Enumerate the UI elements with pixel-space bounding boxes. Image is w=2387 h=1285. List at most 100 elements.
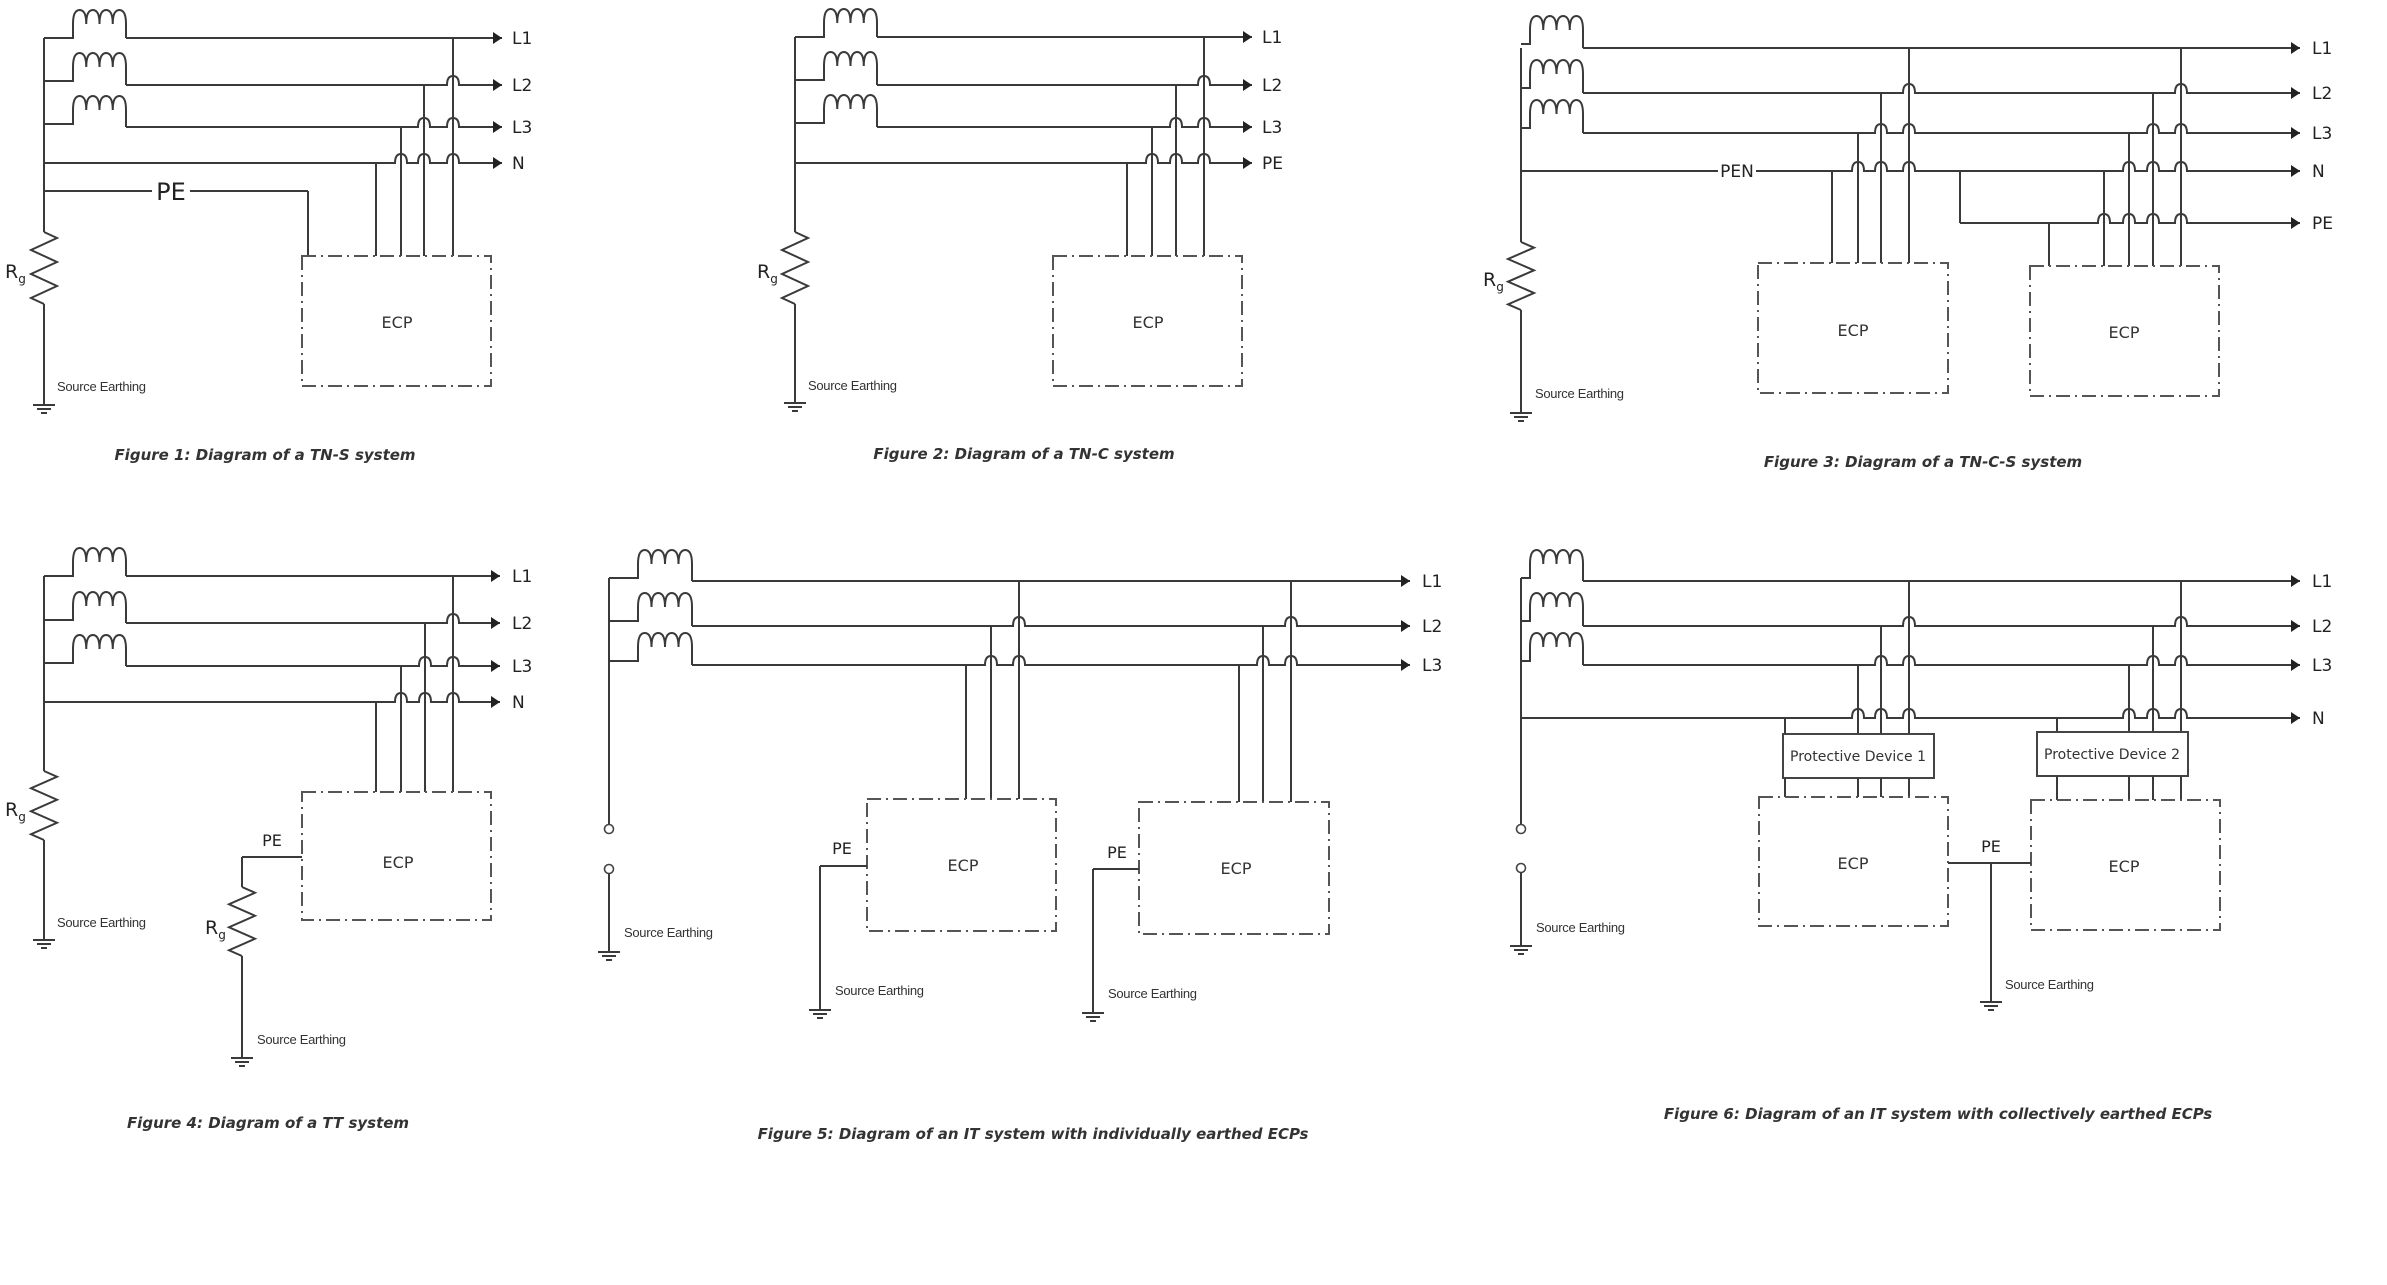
transformer-coil-icon xyxy=(609,631,693,665)
transformer-coil-icon xyxy=(795,93,878,127)
line-l2 xyxy=(126,74,502,86)
transformer-coil-icon xyxy=(44,590,127,623)
arrowhead-icon xyxy=(2291,659,2300,671)
transformer-coil-icon xyxy=(1521,548,1584,581)
pe-label: PE xyxy=(156,178,186,206)
arrowhead-icon xyxy=(2291,575,2300,587)
label-l1: L1 xyxy=(2312,572,2332,592)
transformer-coil-icon xyxy=(44,633,127,666)
ecp-label: ECP xyxy=(1838,321,1869,340)
transformer-coil-icon xyxy=(1521,14,1584,48)
arrowhead-icon xyxy=(2291,217,2300,229)
line-l3 xyxy=(126,116,502,128)
resistor-label: Rg xyxy=(205,917,226,942)
resistor-icon xyxy=(28,231,60,305)
ecp-box xyxy=(2029,265,2220,397)
line-l3 xyxy=(1583,654,2300,666)
line-l2 xyxy=(1583,615,2300,627)
arrowhead-icon xyxy=(2291,42,2300,54)
line-l2 xyxy=(1583,82,2300,94)
line-l3 xyxy=(877,116,1252,128)
ecp-label: ECP xyxy=(2109,323,2140,342)
label-l3: L3 xyxy=(1422,656,1442,676)
figure-caption: Figure 1: Diagram of a TN-S system xyxy=(114,446,415,464)
ecp-box xyxy=(2030,799,2221,931)
resistor-label: Rg xyxy=(5,799,26,824)
rg-subscript: g xyxy=(218,928,226,942)
source-earthing-label: Source Earthing xyxy=(1108,986,1197,1001)
figure-caption: Figure 4: Diagram of a TT system xyxy=(127,1114,409,1132)
arrowhead-icon xyxy=(493,157,502,169)
ecp-box xyxy=(1757,262,1949,394)
ecp-label: ECP xyxy=(1838,854,1869,873)
pe-label: PE xyxy=(262,831,282,850)
source-earthing-label: Source Earthing xyxy=(257,1032,346,1047)
ground-icon xyxy=(231,1057,253,1067)
switch-contact-icon xyxy=(1515,862,1527,874)
label-l1: L1 xyxy=(512,567,532,587)
arrowhead-icon xyxy=(2291,165,2300,177)
rg-subscript: g xyxy=(18,272,26,286)
label-l1: L1 xyxy=(2312,39,2332,59)
protective-device-1-label: Protective Device 1 xyxy=(1790,749,1926,765)
protective-device-2-label: Protective Device 2 xyxy=(2044,747,2180,763)
source-earthing-label: Source Earthing xyxy=(57,915,146,930)
ecp-box xyxy=(1758,796,1949,927)
label-l2: L2 xyxy=(512,76,532,96)
ground-icon xyxy=(1980,1001,2002,1011)
ecp-box xyxy=(1052,255,1243,387)
transformer-coil-icon xyxy=(795,7,878,38)
transformer-coil-icon xyxy=(44,94,127,127)
figure-caption: Figure 5: Diagram of an IT system with i… xyxy=(758,1125,1309,1143)
ecp-label: ECP xyxy=(382,313,413,332)
label-l1: L1 xyxy=(1422,572,1442,592)
label-l1: L1 xyxy=(512,29,532,49)
switch-contact-icon xyxy=(1515,823,1527,835)
arrowhead-icon xyxy=(491,660,500,672)
line-l2 xyxy=(692,615,1410,627)
label-l2: L2 xyxy=(1262,76,1282,96)
label-l2: L2 xyxy=(2312,84,2332,104)
line-pe xyxy=(795,152,1252,164)
ground-icon xyxy=(1082,1012,1104,1022)
ground-icon xyxy=(33,939,55,949)
rg-main: R xyxy=(5,261,18,283)
ground-icon xyxy=(33,404,55,414)
ecp-box xyxy=(301,255,492,387)
label-l3: L3 xyxy=(2312,656,2332,676)
line-n xyxy=(44,691,500,703)
rg-main: R xyxy=(205,917,218,939)
label-l2: L2 xyxy=(2312,617,2332,637)
ecp-label: ECP xyxy=(948,856,979,875)
rg-main: R xyxy=(757,261,770,283)
arrowhead-icon xyxy=(493,79,502,91)
arrowhead-icon xyxy=(2291,87,2300,99)
source-earthing-label: Source Earthing xyxy=(57,379,146,394)
transformer-coil-icon xyxy=(44,8,127,39)
arrowhead-icon xyxy=(2291,712,2300,724)
source-earthing-label: Source Earthing xyxy=(1536,920,1625,935)
transformer-coil-icon xyxy=(609,548,693,581)
pe-label: PE xyxy=(1107,843,1127,862)
source-earthing-label: Source Earthing xyxy=(835,983,924,998)
line-n xyxy=(1521,707,2300,719)
pe-label: PE xyxy=(832,839,852,858)
line-n xyxy=(44,152,502,164)
switch-contact-icon xyxy=(603,863,615,875)
transformer-coil-icon xyxy=(795,50,878,85)
transformer-coil-icon xyxy=(609,591,693,626)
arrowhead-icon xyxy=(1401,575,1410,587)
label-pe: PE xyxy=(1262,154,1283,174)
label-l2: L2 xyxy=(1422,617,1442,637)
resistor-icon xyxy=(226,886,258,957)
label-l3: L3 xyxy=(512,657,532,677)
protective-device-2-box xyxy=(2036,731,2189,777)
rg-main: R xyxy=(1483,269,1496,291)
resistor-icon xyxy=(28,770,60,841)
resistor-label: Rg xyxy=(757,261,778,286)
line-pe xyxy=(1960,212,2300,224)
